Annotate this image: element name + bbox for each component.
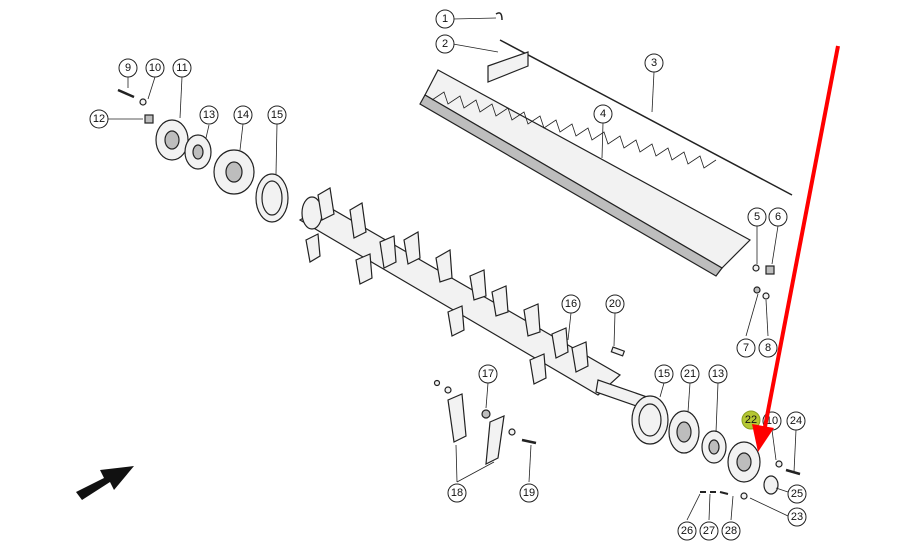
callout-21: 21	[680, 364, 700, 384]
callout-14: 14	[233, 105, 253, 125]
callout-7: 7	[736, 338, 756, 358]
right-bearing-assembly	[631, 395, 801, 500]
callout-11: 11	[172, 58, 192, 78]
bolt-set-upper	[752, 264, 775, 300]
callout-16: 16	[561, 294, 581, 314]
callout-22: 22	[741, 410, 761, 430]
svg-text:28: 28	[725, 525, 737, 537]
main-shaft	[298, 187, 651, 411]
callout-12: 12	[89, 109, 109, 129]
svg-text:16: 16	[565, 298, 577, 310]
svg-text:11: 11	[176, 62, 187, 74]
callout-3: 3	[644, 53, 664, 73]
direction-arrow-icon	[76, 466, 134, 500]
svg-text:8: 8	[765, 342, 771, 354]
svg-text:15: 15	[658, 368, 670, 380]
callout-5: 5	[747, 207, 767, 227]
leader-lines	[108, 17, 797, 521]
svg-text:2: 2	[442, 38, 448, 50]
plate	[487, 51, 529, 83]
callout-10-left: 10	[145, 58, 165, 78]
callout-13-right: 13	[708, 364, 728, 384]
svg-text:14: 14	[237, 109, 249, 121]
callout-13-left: 13	[199, 105, 219, 125]
callout-28: 28	[721, 521, 741, 541]
callout-1: 1	[435, 9, 455, 29]
svg-text:5: 5	[754, 211, 760, 223]
callout-4: 4	[593, 104, 613, 124]
callout-17: 17	[478, 364, 498, 384]
svg-text:10: 10	[149, 62, 161, 74]
svg-text:13: 13	[712, 368, 724, 380]
red-pointer-arrow	[752, 45, 840, 452]
callout-2: 2	[435, 34, 455, 54]
callout-15-right: 15	[654, 364, 674, 384]
pin	[495, 12, 503, 21]
left-bearing-assembly	[117, 88, 289, 223]
knife-bar	[419, 69, 751, 277]
callout-26: 26	[677, 521, 697, 541]
callout-20: 20	[605, 294, 625, 314]
svg-text:3: 3	[651, 57, 657, 69]
svg-text:1: 1	[442, 13, 448, 25]
svg-text:4: 4	[600, 108, 606, 120]
svg-text:21: 21	[684, 368, 696, 380]
callout-8: 8	[758, 338, 778, 358]
callout-19: 19	[519, 483, 539, 503]
svg-text:6: 6	[775, 211, 781, 223]
svg-text:24: 24	[790, 415, 802, 427]
svg-text:17: 17	[482, 368, 494, 380]
callout-18: 18	[447, 483, 467, 503]
callout-23: 23	[787, 507, 807, 527]
svg-text:22: 22	[745, 414, 757, 426]
svg-text:12: 12	[93, 113, 105, 125]
svg-text:26: 26	[681, 525, 693, 537]
svg-text:27: 27	[703, 525, 715, 537]
svg-text:18: 18	[451, 487, 463, 499]
svg-text:15: 15	[271, 109, 283, 121]
key	[610, 346, 626, 357]
callout-25: 25	[787, 484, 807, 504]
svg-text:19: 19	[523, 487, 535, 499]
rod	[499, 39, 793, 196]
callout-6: 6	[768, 207, 788, 227]
svg-text:20: 20	[609, 298, 621, 310]
callout-24: 24	[786, 411, 806, 431]
callout-15-left: 15	[267, 105, 287, 125]
svg-text:13: 13	[203, 109, 215, 121]
callout-9: 9	[118, 58, 138, 78]
svg-text:10: 10	[766, 415, 778, 427]
svg-text:7: 7	[743, 342, 749, 354]
callout-27: 27	[699, 521, 719, 541]
svg-text:23: 23	[791, 511, 803, 523]
knife-set	[433, 379, 537, 466]
svg-text:25: 25	[791, 488, 803, 500]
svg-text:9: 9	[125, 62, 131, 74]
